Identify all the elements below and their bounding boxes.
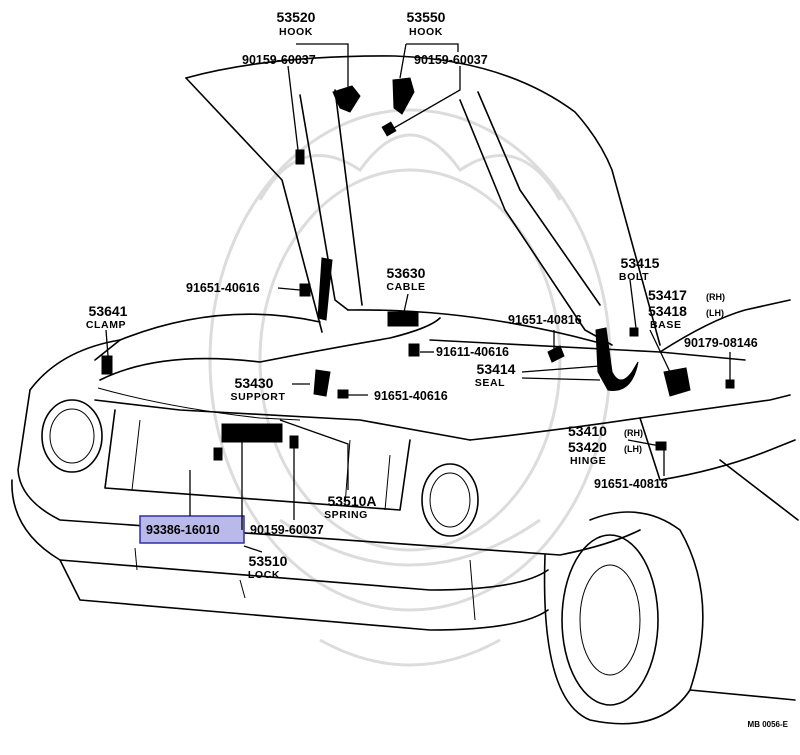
clip-right-91651-label[interactable]: 91651-40816 xyxy=(508,313,582,327)
part-number-rh: 53410 xyxy=(568,423,607,439)
part-number: 53414 xyxy=(477,361,516,377)
screw-part xyxy=(725,379,735,389)
part-number: 53520 xyxy=(277,9,316,25)
base-53417-53418-label[interactable]: 53417 (RH) 53418 (LH) BASE xyxy=(648,287,725,331)
part-name: CLAMP xyxy=(86,319,126,331)
part-name: SUPPORT xyxy=(231,391,286,403)
diagram-code: MB 0056-E xyxy=(748,720,789,729)
part-name: SPRING xyxy=(324,509,368,521)
clip-hinge-91651-label[interactable]: 91651-40816 xyxy=(594,477,668,491)
side-lh: (LH) xyxy=(624,444,642,454)
clip-part xyxy=(299,283,311,297)
part-number: 53510A xyxy=(327,493,376,509)
highlighted-part-number[interactable]: 93386-16010 xyxy=(146,523,220,537)
part-number: 53430 xyxy=(235,375,274,391)
base-part xyxy=(663,367,691,397)
hardware-parts xyxy=(101,77,735,461)
highlighted-part-box[interactable] xyxy=(139,515,245,544)
part-number: 53550 xyxy=(407,9,446,25)
screw-part xyxy=(295,149,305,165)
spring-53510A-label[interactable]: 53510A SPRING xyxy=(324,493,376,521)
support-53430-label[interactable]: 53430 SUPPORT xyxy=(231,375,286,403)
part-name: BOLT xyxy=(619,271,649,283)
lock-part xyxy=(221,423,283,443)
side-rh: (RH) xyxy=(706,292,725,302)
hook-53520-part xyxy=(332,85,361,113)
clip-left-91651-label[interactable]: 91651-40616 xyxy=(186,281,260,295)
bolt-part xyxy=(408,343,420,357)
screw-lock-90159-label[interactable]: 90159-60037 xyxy=(250,523,324,537)
part-number-lh: 53418 xyxy=(648,303,687,319)
hook-53520-label[interactable]: 53520 HOOK xyxy=(277,9,316,38)
screw-part xyxy=(381,121,397,137)
clip-part xyxy=(547,345,565,363)
part-number-lh: 53420 xyxy=(568,439,607,455)
leader-lines xyxy=(105,43,731,553)
part-name: HOOK xyxy=(409,26,443,38)
cable-end-part xyxy=(387,311,419,327)
part-name: CABLE xyxy=(386,281,425,293)
side-rh: (RH) xyxy=(624,428,643,438)
lock-53510-label[interactable]: 53510 LOCK xyxy=(248,553,288,581)
bolt-part xyxy=(213,447,223,461)
clip-part xyxy=(655,441,667,451)
release-cable xyxy=(99,317,441,381)
clip-part xyxy=(337,389,349,399)
side-lh: (LH) xyxy=(706,308,724,318)
part-name: BASE xyxy=(650,319,682,331)
cable-53630-label[interactable]: 53630 CABLE xyxy=(386,265,425,293)
part-number-rh: 53417 xyxy=(648,287,687,303)
part-name: SEAL xyxy=(475,377,505,389)
clamp-53641-label[interactable]: 53641 CLAMP xyxy=(86,303,128,331)
hook-53550-part xyxy=(392,77,415,115)
screw-left-90159-label[interactable]: 90159-60037 xyxy=(242,53,316,67)
part-number: 53510 xyxy=(249,553,288,569)
part-name: HINGE xyxy=(570,455,606,467)
bolt-53415-label[interactable]: 53415 BOLT xyxy=(619,255,660,283)
screw-right-90159-label[interactable]: 90159-60037 xyxy=(414,53,488,67)
seal-53414-label[interactable]: 53414 SEAL xyxy=(475,361,516,389)
hinge-53410-53420-label[interactable]: 53410 (RH) 53420 (LH) HINGE xyxy=(568,423,643,467)
hook-53550-label[interactable]: 53550 HOOK xyxy=(407,9,446,38)
car-body-illustration xyxy=(11,55,799,725)
support-rod-part xyxy=(317,257,333,321)
part-number: 53641 xyxy=(89,303,128,319)
clamp-part xyxy=(101,355,113,375)
support-bracket-part xyxy=(313,369,331,397)
bolt-part xyxy=(629,327,639,337)
part-number: 53630 xyxy=(387,265,426,281)
part-name: LOCK xyxy=(248,569,280,581)
clip-support-91651-label[interactable]: 91651-40616 xyxy=(374,389,448,403)
part-number: 53415 xyxy=(621,255,660,271)
screw-90179-label[interactable]: 90179-08146 xyxy=(684,336,758,350)
part-name: HOOK xyxy=(279,26,313,38)
bolt-91611-label[interactable]: 91611-40616 xyxy=(436,345,509,359)
screw-part xyxy=(289,435,299,449)
hinge-part xyxy=(595,327,639,391)
